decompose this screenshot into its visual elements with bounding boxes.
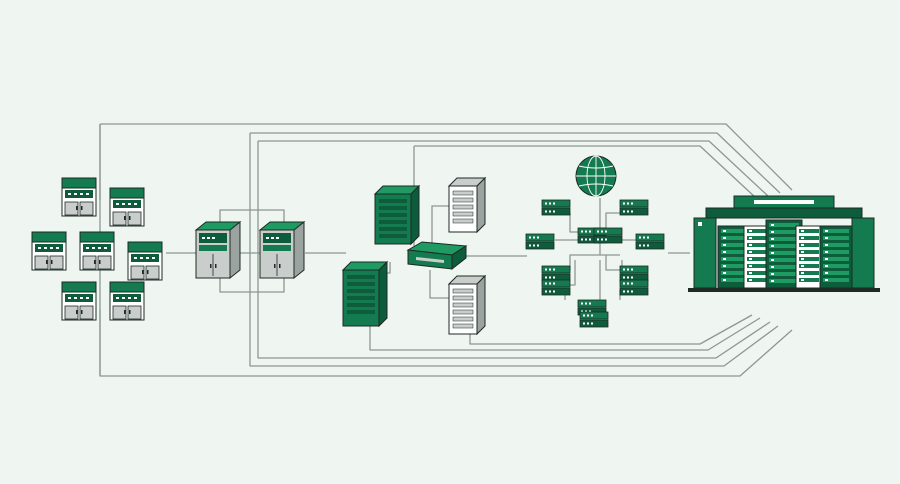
- nodes-layer: [31, 155, 880, 336]
- client-building-icon-7: [109, 281, 145, 321]
- server-rack-icon-3: [341, 260, 389, 328]
- client-building-icon-3: [31, 231, 67, 271]
- blade-server-icon-3: [525, 233, 555, 250]
- connection-line-25: [605, 212, 620, 232]
- client-building-icon-6: [61, 281, 97, 321]
- blade-server-icon-10: [619, 279, 649, 296]
- blade-server-icon-6: [593, 227, 623, 244]
- connection-line-10: [469, 314, 753, 345]
- blade-server-icon-7: [541, 265, 571, 282]
- client-building-icon-5: [127, 241, 163, 281]
- connection-line-6: [257, 141, 771, 359]
- connection-line-2: [100, 123, 793, 191]
- connection-line-19: [431, 205, 453, 244]
- connection-lines: [99, 123, 793, 377]
- datacenter-icon: [688, 195, 880, 292]
- client-building-icon-8: [79, 231, 115, 271]
- server-tower-icon-1: [194, 220, 242, 280]
- client-building-icon-2: [109, 187, 145, 227]
- connection-line-9: [369, 317, 761, 351]
- network-switch-icon: [406, 241, 468, 271]
- server-tower-icon-2: [258, 220, 306, 280]
- connection-line-3: [250, 132, 781, 194]
- blade-server-icon-11: [577, 299, 607, 316]
- blade-server-icon-4: [635, 233, 665, 250]
- connection-line-14: [219, 209, 285, 222]
- blade-server-icon-2: [619, 199, 649, 216]
- connection-line-29: [605, 255, 620, 271]
- connection-line-5: [249, 133, 779, 367]
- connection-line-7: [414, 145, 757, 199]
- blade-server-icon-8: [619, 265, 649, 282]
- client-building-icon-1: [61, 177, 97, 217]
- server-rack-icon-2: [447, 176, 487, 234]
- blade-server-icon-1: [541, 199, 571, 216]
- connection-line-15: [219, 276, 285, 293]
- connection-line-4: [258, 140, 769, 197]
- blade-server-icon-12: [579, 311, 609, 328]
- globe-icon: [575, 155, 617, 197]
- connection-line-21: [429, 270, 452, 299]
- server-rack-icon-1: [373, 184, 421, 246]
- server-rack-icon-4: [447, 274, 487, 336]
- blade-server-icon-9: [541, 279, 571, 296]
